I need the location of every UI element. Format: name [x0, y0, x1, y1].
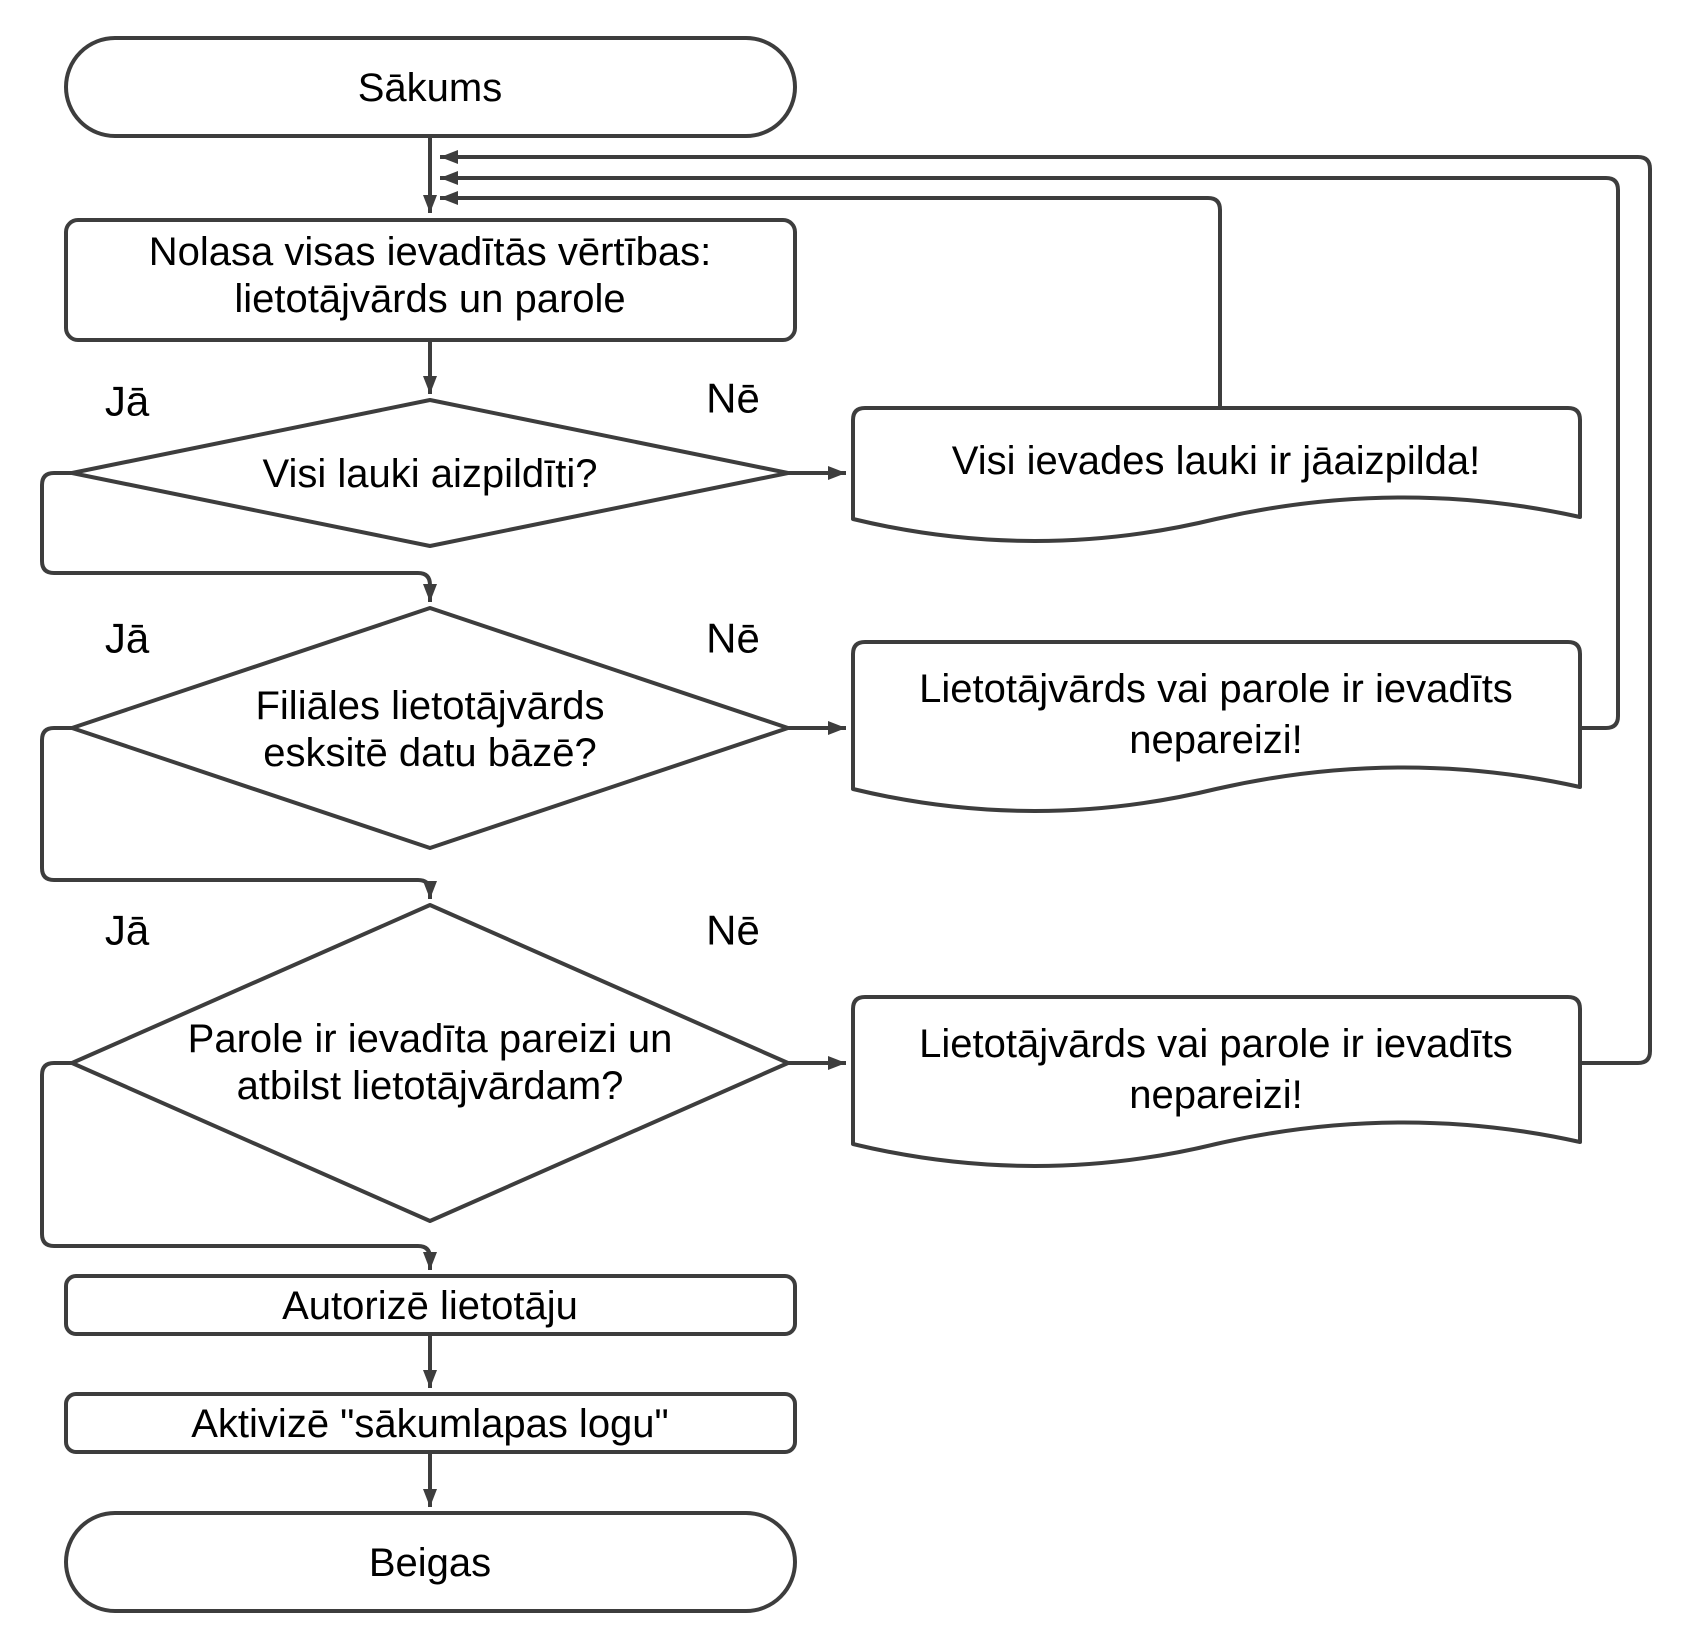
- start-label: Sākums: [358, 66, 503, 110]
- activate-label: Aktivizē "sākumlapas logu": [191, 1402, 669, 1446]
- read-label-line2: lietotājvārds un parole: [234, 277, 625, 321]
- decision2-label-line2: esksitē datu bāzē?: [263, 731, 597, 775]
- decision3-label-line1: Parole ir ievadīta pareizi un: [188, 1017, 673, 1061]
- branch-label-d2-no: Nē: [706, 615, 760, 662]
- edge-d3-yes-to-auth: [40, 1061, 437, 1270]
- node-decision-2: [70, 606, 790, 850]
- branch-label-d3-yes: Jā: [105, 907, 150, 954]
- decision2-label-line1: Filiāles lietotājvārds: [255, 684, 604, 728]
- node-read-process: [64, 218, 797, 342]
- end-label: Beigas: [369, 1541, 491, 1585]
- edge-feedback-out2: [440, 171, 1620, 730]
- node-auth-process: [64, 1274, 797, 1336]
- branch-label-d1-no: Nē: [706, 375, 760, 422]
- node-decision-1: [70, 398, 790, 548]
- node-start-terminator: [64, 36, 797, 138]
- node-output-2-document: [851, 640, 1582, 813]
- auth-label: Autorizē lietotāju: [282, 1284, 578, 1328]
- output3-label-line2: nepareizi!: [1129, 1073, 1302, 1117]
- decision1-label: Visi lauki aizpildīti?: [263, 452, 598, 496]
- decision3-label-line2: atbilst lietotājvārdam?: [237, 1064, 624, 1108]
- edge-feedback-out1: [440, 191, 1222, 408]
- edge-d2-yes-to-d3: [40, 726, 437, 899]
- edges: [40, 136, 1652, 1507]
- output2-label-line1: Lietotājvārds vai parole ir ievadīts: [919, 667, 1513, 711]
- output1-label: Visi ievades lauki ir jāaizpilda!: [952, 439, 1480, 483]
- node-end-terminator: [64, 1511, 797, 1613]
- node-output-3-document: [851, 995, 1582, 1168]
- node-activate-process: [64, 1392, 797, 1454]
- branch-label-d3-no: Nē: [706, 907, 760, 954]
- labels: Sākums Nolasa visas ievadītās vērtības: …: [105, 66, 1513, 1585]
- node-output-1-document: [851, 406, 1582, 543]
- branch-label-d2-yes: Jā: [105, 615, 150, 662]
- edge-d1-yes-to-d2: [40, 471, 437, 602]
- nodes: [64, 36, 1582, 1613]
- node-decision-3: [70, 903, 790, 1223]
- edge-feedback-out3: [440, 150, 1652, 1065]
- output2-label-line2: nepareizi!: [1129, 718, 1302, 762]
- read-label-line1: Nolasa visas ievadītās vērtības:: [149, 230, 711, 274]
- branch-label-d1-yes: Jā: [105, 378, 150, 425]
- output3-label-line1: Lietotājvārds vai parole ir ievadīts: [919, 1022, 1513, 1066]
